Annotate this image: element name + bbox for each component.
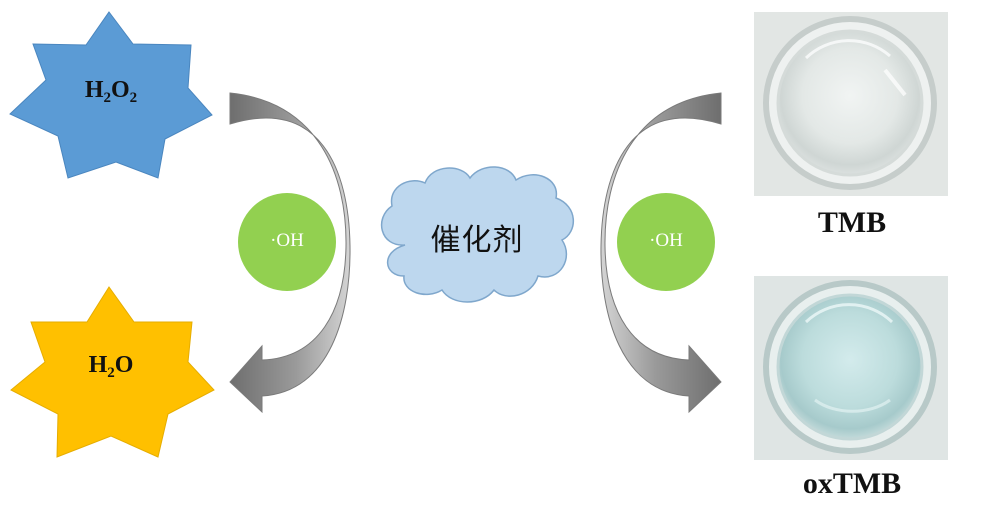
catalyst-label: 催化剂 [430,223,524,258]
tmb-well-photo [754,12,948,196]
radical-label-left: ·OH [270,230,304,251]
oxtmb-caption: oxTMB [802,467,902,500]
left-curved-arrow [229,92,351,414]
reactant-label: H2O2 [84,77,138,106]
tmb-caption: TMB [817,206,887,239]
right-curved-arrow [600,92,722,414]
oxtmb-well-photo [754,276,948,460]
radical-circle-right [617,193,715,291]
reactant-star-shape [9,11,213,179]
product-star-shape [10,286,215,458]
radical-label-right: ·OH [649,230,683,251]
radical-circle-left [238,193,336,291]
product-label: H2O [88,352,134,381]
catalyst-cloud [381,166,575,303]
